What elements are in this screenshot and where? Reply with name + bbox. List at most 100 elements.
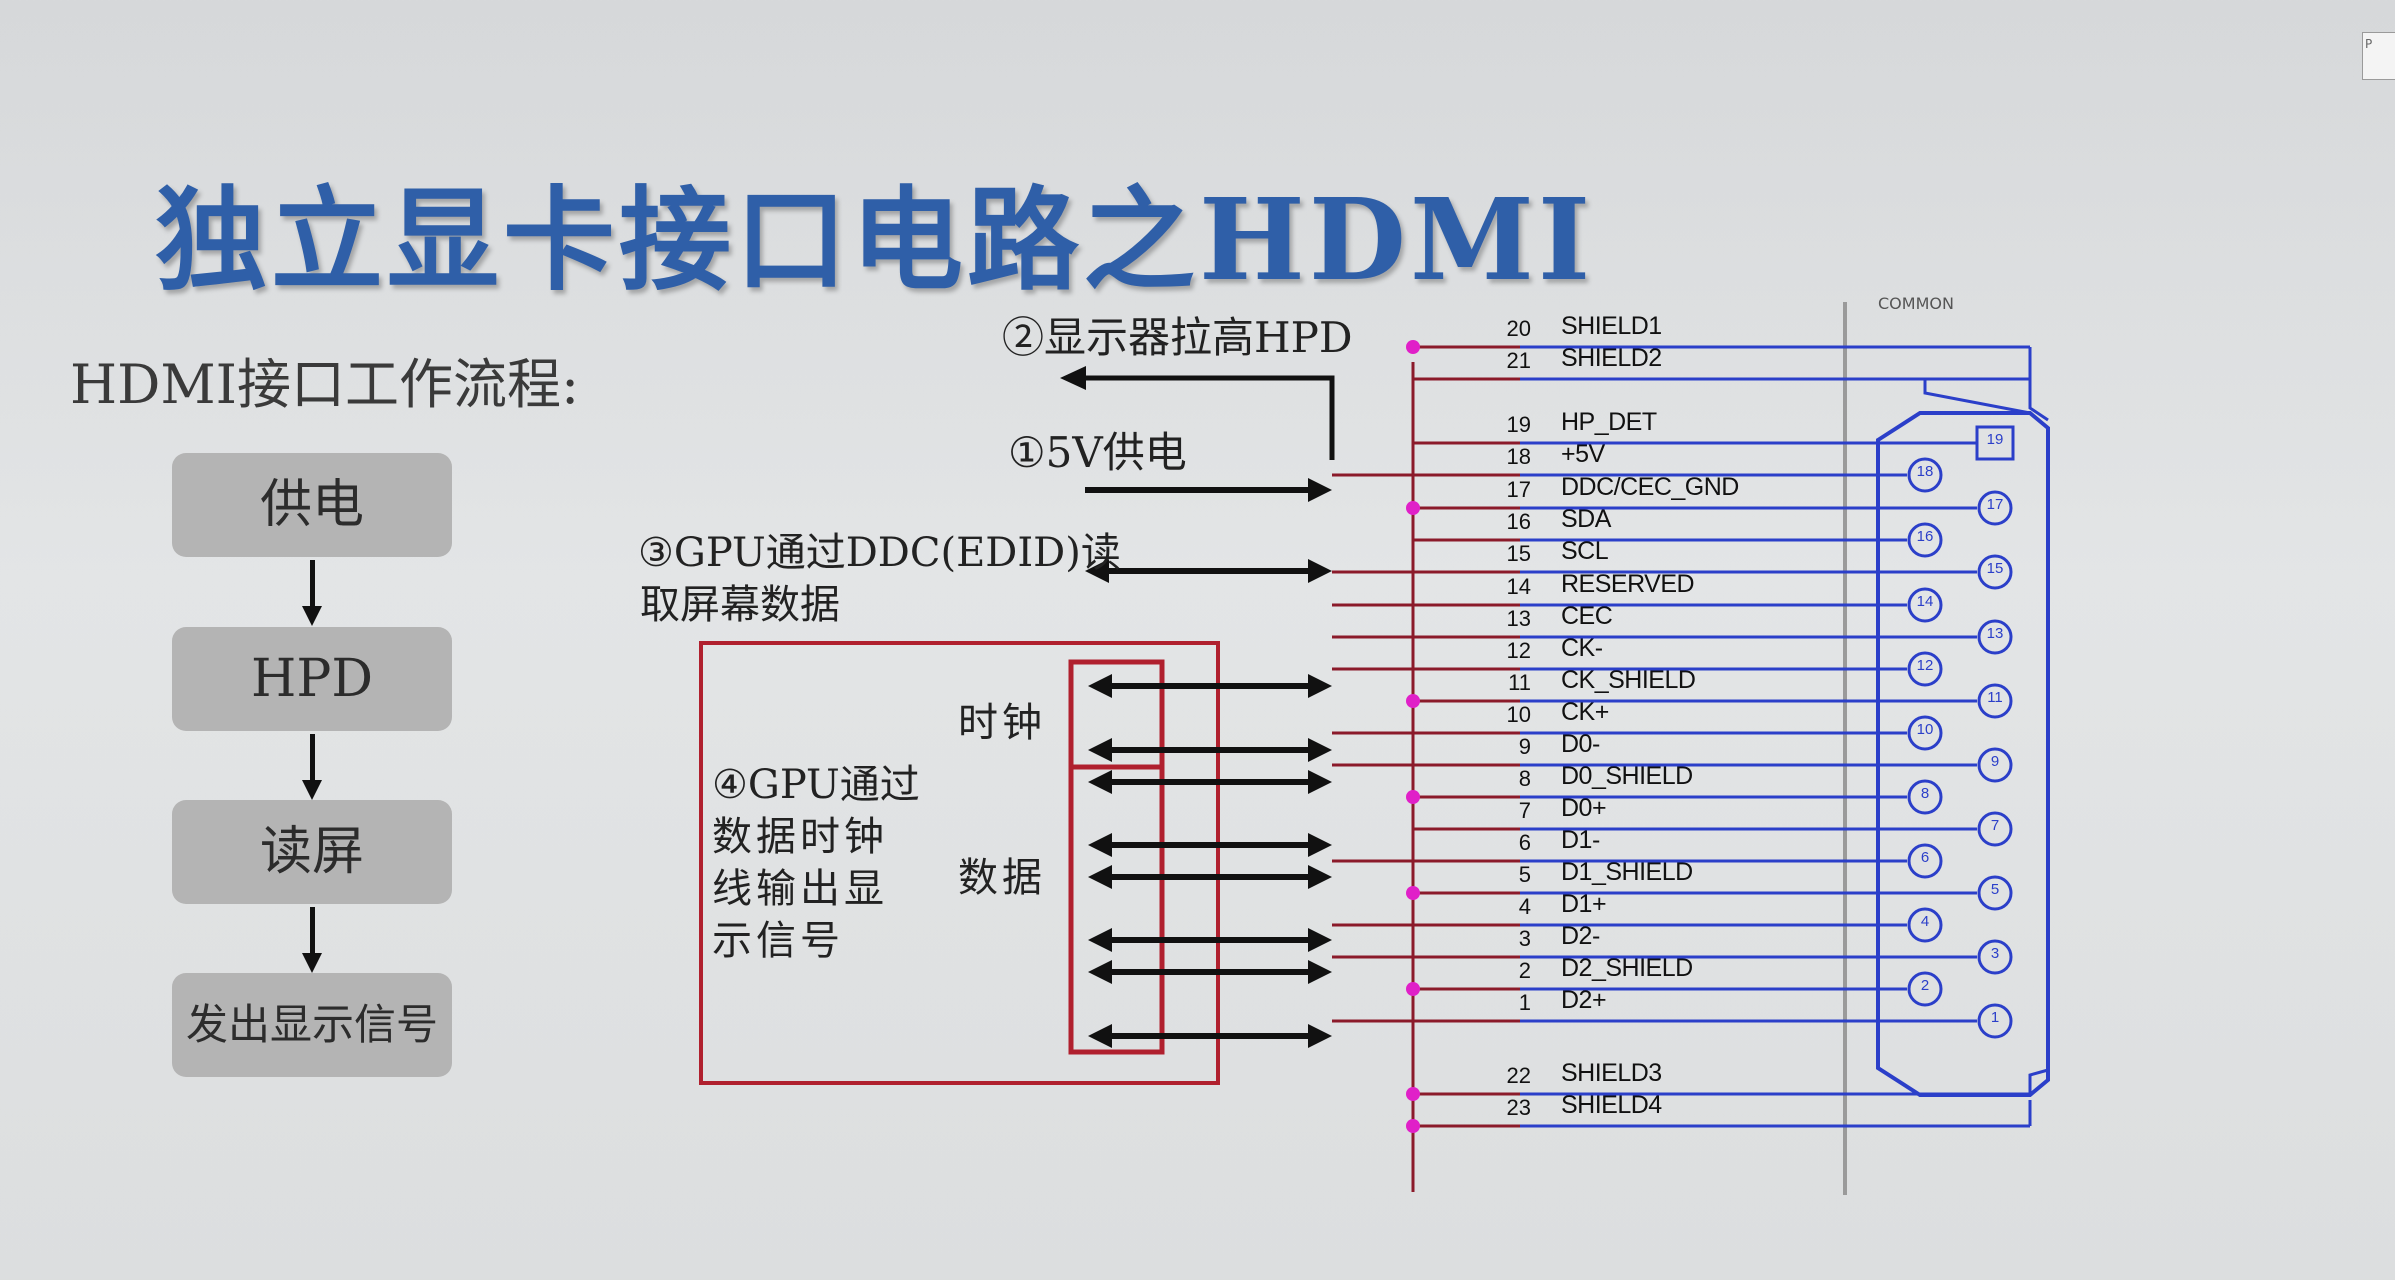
connector-pin-number: 10 — [1916, 721, 1934, 738]
connector-pin-2 — [1907, 971, 1943, 1007]
connector-pin-15 — [1977, 554, 2013, 590]
connector-pin-number: 16 — [1916, 528, 1934, 545]
d2-plus-arrow-head-right — [1308, 1024, 1332, 1048]
step4-label-line2: 数据时钟 — [712, 814, 888, 860]
pin-number: 18 — [1506, 444, 1531, 469]
pin-name: SCL — [1561, 537, 1609, 565]
connector-pin-17 — [1977, 490, 2013, 526]
pin-name: D2- — [1561, 922, 1600, 950]
pin-name: CK- — [1561, 634, 1603, 662]
step1-label: ①5V供电 — [1008, 428, 1187, 477]
connector-pin-number: 3 — [1990, 945, 2000, 962]
connector-pin-number: 5 — [1990, 881, 2000, 898]
pin-number: 13 — [1506, 606, 1531, 631]
pin-name: D1+ — [1561, 890, 1607, 918]
junction-dot-20 — [1406, 340, 1420, 354]
d1-plus-arrow-head-left — [1088, 928, 1112, 952]
pin-name: SHIELD2 — [1561, 344, 1662, 372]
connector-pin-16 — [1907, 522, 1943, 558]
flow-arrow-3 — [302, 907, 322, 973]
pin-name: SHIELD3 — [1561, 1059, 1662, 1087]
shield1-loop — [2028, 347, 2049, 422]
pin-number: 16 — [1506, 509, 1531, 534]
pin-name: CK_SHIELD — [1561, 666, 1696, 694]
pin-name: SDA — [1561, 505, 1611, 533]
d0-minus-arrow-head-left — [1088, 770, 1112, 794]
connector-pin-13 — [1977, 619, 2013, 655]
connector-pin-number: 15 — [1986, 560, 2004, 577]
junction-dot-17 — [1406, 501, 1420, 515]
d2-minus-arrow-head-right — [1308, 960, 1332, 984]
d0-minus-arrow-head-right — [1308, 770, 1332, 794]
flow-arrow-1 — [302, 560, 322, 626]
corner-thumbnail-text: P — [2365, 37, 2373, 51]
d1-plus-arrow-head-right — [1308, 928, 1332, 952]
junction-dot-11 — [1406, 694, 1420, 708]
pin-number: 7 — [1518, 798, 1531, 823]
d2-minus-arrow-head-left — [1088, 960, 1112, 984]
connector-shell — [1876, 411, 2050, 1097]
ck-minus-arrow-head-right — [1308, 674, 1332, 698]
step4-label-line4: 示信号 — [712, 918, 844, 964]
power-arrow-head-right — [1308, 478, 1332, 502]
pin-number: 9 — [1518, 734, 1531, 759]
clock-data-bracket — [1068, 659, 1165, 1055]
pin-name: D2+ — [1561, 986, 1607, 1014]
pin-name: RESERVED — [1561, 570, 1695, 598]
pin-name: HP_DET — [1561, 408, 1657, 436]
pin-name: D0- — [1561, 730, 1600, 758]
pin-number: 21 — [1506, 348, 1531, 373]
ddc-arrow-head-left — [1085, 559, 1109, 583]
d1-minus-arrow-head-left — [1088, 865, 1112, 889]
pin-number: 10 — [1506, 702, 1531, 727]
ck-plus-arrow-head-right — [1308, 738, 1332, 762]
step4-label-line3: 线输出显 — [712, 866, 888, 912]
flow-step-hpd: HPD — [172, 627, 452, 731]
connector-pin-number: 6 — [1920, 849, 1930, 866]
pin-number: 11 — [1508, 670, 1531, 695]
connector-pin-number: 8 — [1920, 785, 1930, 802]
connector-pin-12 — [1907, 651, 1943, 687]
connector-pin-number: 11 — [1987, 689, 2003, 706]
ddc-arrow-head-right — [1308, 559, 1332, 583]
pin-number: 15 — [1506, 541, 1531, 566]
connector-pin-number: 4 — [1920, 913, 1930, 930]
connector-pin-8 — [1907, 779, 1943, 815]
d0-plus-arrow-head-right — [1308, 833, 1332, 857]
connector-pin-number: 12 — [1916, 657, 1934, 674]
pin-number: 19 — [1506, 412, 1531, 437]
connector-pin-number: 1 — [1990, 1009, 2000, 1026]
flow-step-read-screen: 读屏 — [172, 800, 452, 904]
pin-name: SHIELD1 — [1561, 312, 1662, 340]
pin-number: 4 — [1518, 894, 1531, 919]
ck-plus-arrow-head-left — [1088, 738, 1112, 762]
flow-arrow-2 — [302, 734, 322, 800]
clock-label: 时钟 — [958, 700, 1046, 746]
junction-dot-22 — [1406, 1087, 1420, 1101]
flow-subtitle: HDMI接口工作流程: — [70, 353, 580, 416]
pin-number: 8 — [1518, 766, 1531, 791]
pin-number: 14 — [1506, 574, 1531, 599]
pin-number: 3 — [1518, 926, 1531, 951]
ck-minus-arrow-head-left — [1088, 674, 1112, 698]
common-label: COMMON — [1878, 294, 1954, 313]
connector-pin-18 — [1907, 457, 1943, 493]
pin-number: 6 — [1518, 830, 1531, 855]
d2-plus-arrow-head-left — [1088, 1024, 1112, 1048]
connector-pin-6 — [1907, 843, 1943, 879]
connector-pin-10 — [1907, 715, 1943, 751]
pin-name: D1- — [1561, 826, 1600, 854]
connector-pin-5 — [1977, 875, 2013, 911]
step2-label: ②显示器拉高HPD — [1002, 313, 1353, 362]
pin-name: D2_SHIELD — [1561, 954, 1693, 982]
step3-label-line2: 取屏幕数据 — [640, 582, 840, 628]
step3-label-line1: ③GPU通过DDC(EDID)读 — [638, 530, 1121, 576]
pin-name: DDC/CEC_GND — [1561, 473, 1739, 501]
connector-pin-number: 13 — [1986, 625, 2004, 642]
connector-pin-number: 7 — [1990, 817, 2000, 834]
junction-dot-2 — [1406, 982, 1420, 996]
pin-name: CK+ — [1561, 698, 1609, 726]
connector-pin-19 — [1975, 425, 2015, 461]
